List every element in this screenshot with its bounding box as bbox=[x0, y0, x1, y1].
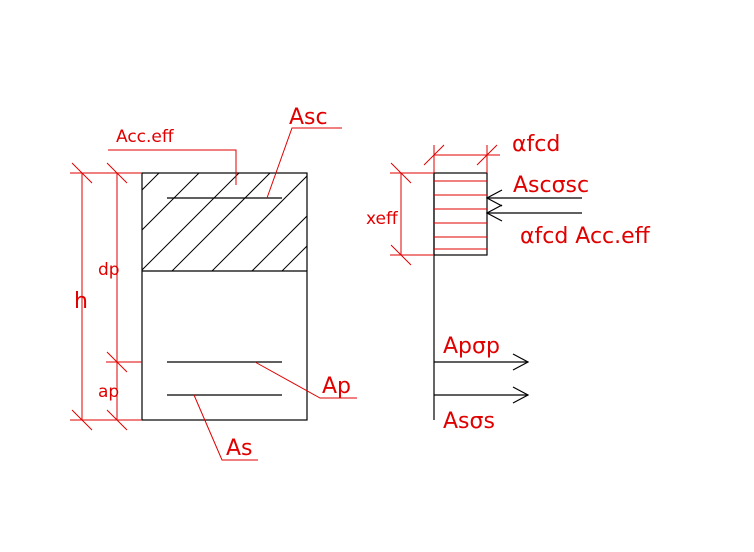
label-force-as: Asσs bbox=[443, 409, 495, 434]
dim-dp-label: dp bbox=[98, 260, 120, 280]
label-alpha-fcd: αfcd bbox=[512, 132, 560, 157]
ap-force-arrow bbox=[434, 353, 530, 371]
stress-diagram bbox=[433, 172, 582, 420]
label-asc: Asc bbox=[289, 105, 328, 130]
section-leaders bbox=[108, 127, 357, 461]
dim-ap-label: ap bbox=[98, 382, 119, 402]
compression-zone-hatch bbox=[142, 173, 307, 271]
stress-dimensions bbox=[390, 144, 500, 266]
label-force-ap: Apσp bbox=[443, 334, 500, 359]
cross-section bbox=[141, 172, 308, 421]
asc-force-arrow bbox=[485, 189, 582, 207]
label-force-concrete: αfcd Acc.eff bbox=[520, 224, 651, 249]
label-acc-eff: Acc.eff bbox=[116, 127, 175, 147]
section-outline bbox=[141, 172, 308, 421]
as-force-arrow bbox=[434, 386, 530, 404]
stress-block bbox=[433, 172, 488, 256]
label-force-asc: Ascσsc bbox=[513, 173, 589, 198]
dim-h-label: h bbox=[74, 289, 88, 314]
label-ap: Ap bbox=[322, 374, 351, 399]
concrete-force-arrow bbox=[485, 204, 582, 222]
label-xeff: xeff bbox=[366, 209, 399, 229]
label-as: As bbox=[226, 436, 253, 461]
dimension-lines bbox=[70, 162, 142, 431]
